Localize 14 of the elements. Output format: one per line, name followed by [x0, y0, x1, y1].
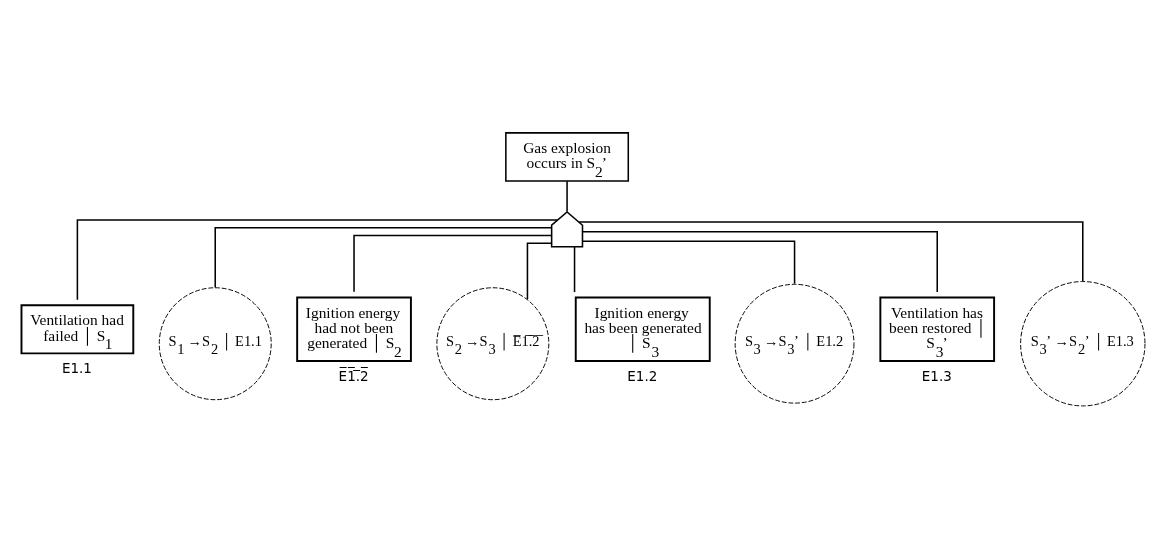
- connector: [581, 240, 796, 285]
- node-label: E1.3: [921, 367, 952, 384]
- connector: [581, 230, 938, 293]
- node-label: E1.1: [61, 359, 92, 376]
- connector: [578, 221, 1084, 282]
- node-label: E1.2: [627, 367, 658, 384]
- connector: [573, 246, 576, 293]
- node-label: E̅1̅.̅2̅: [338, 367, 369, 384]
- node-gate: [550, 210, 584, 248]
- connector: [526, 242, 553, 301]
- connector: [566, 180, 568, 213]
- connector: [214, 227, 553, 289]
- connector: [76, 219, 559, 301]
- connector: [353, 234, 553, 293]
